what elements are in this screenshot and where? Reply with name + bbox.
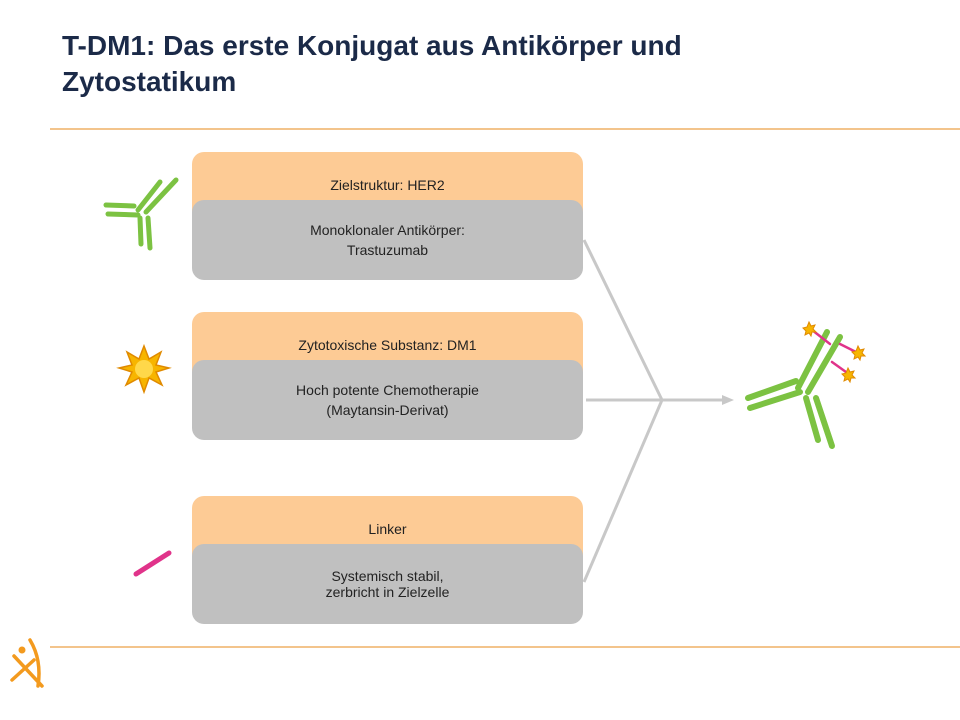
toxin-star-icon xyxy=(116,343,172,395)
linker-icon xyxy=(133,550,172,577)
logo-icon xyxy=(10,638,44,688)
bottom-divider xyxy=(50,646,960,648)
card-body-line: Monoklonaler Antikörper: xyxy=(310,222,465,238)
connector-lines xyxy=(582,239,734,583)
card-head-label: Linker xyxy=(368,521,407,537)
card-body-line: Hoch potente Chemotherapie xyxy=(296,382,479,398)
card-head-label: Zielstruktur: HER2 xyxy=(330,177,445,193)
page-title: T-DM1: Das erste Konjugat aus Antikörper… xyxy=(62,28,922,100)
card-body-line: zerbricht in Zielzelle xyxy=(325,584,450,600)
card-body-line: Trastuzumab xyxy=(346,242,429,258)
antibody-icon xyxy=(103,177,179,251)
title-line-1: T-DM1: Das erste Konjugat aus Antikörper… xyxy=(62,30,682,61)
card-dm1: Zytotoxische Substanz: DM1 Hoch potente … xyxy=(192,312,583,440)
card-body-line: Systemisch stabil, xyxy=(331,568,444,584)
card-body-line: (Maytansin-Derivat) xyxy=(326,402,449,418)
card-body: Systemisch stabil, zerbricht in Zielzell… xyxy=(192,544,583,624)
card-linker: Linker Systemisch stabil, zerbricht in Z… xyxy=(192,496,583,624)
title-line-2: Zytostatikum xyxy=(62,66,237,97)
top-divider xyxy=(50,128,960,130)
card-body: Monoklonaler Antikörper: Trastuzumab xyxy=(192,200,583,280)
card-body: Hoch potente Chemotherapie (Maytansin-De… xyxy=(192,360,583,440)
conjugate-icon xyxy=(745,320,867,449)
card-her2: Zielstruktur: HER2 Monoklonaler Antikörp… xyxy=(192,152,583,280)
card-head-label: Zytotoxische Substanz: DM1 xyxy=(298,337,477,353)
